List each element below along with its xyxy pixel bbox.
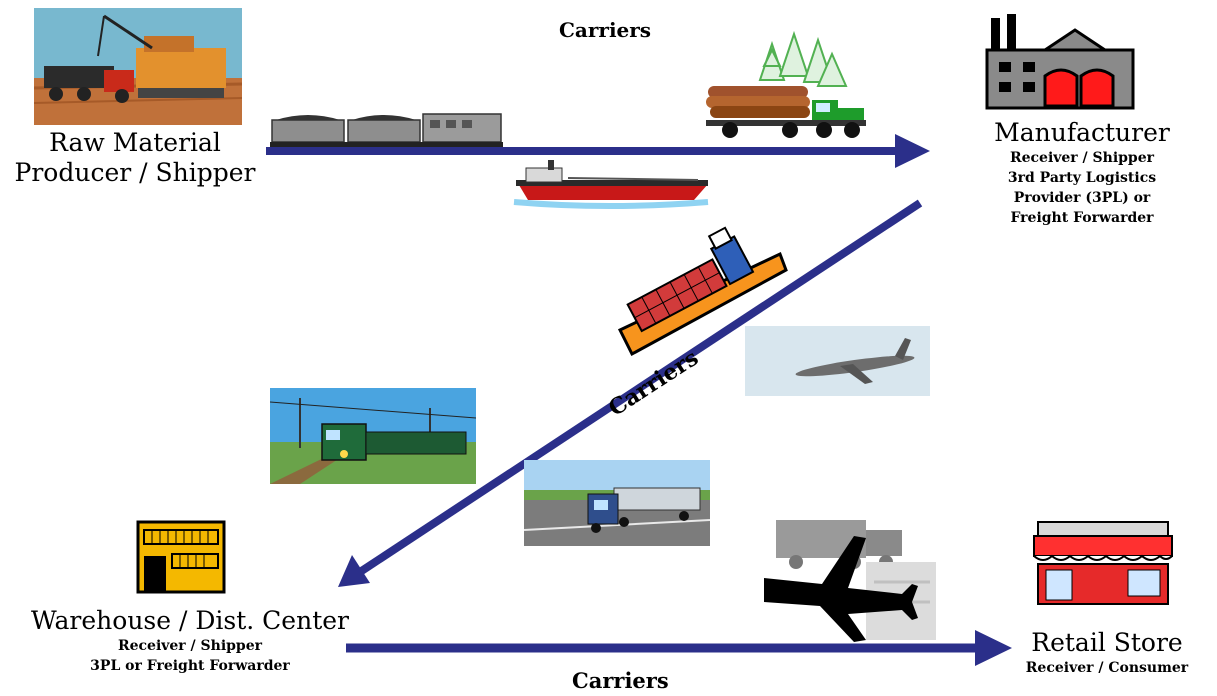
warehouse-line2: 3PL or Freight Forwarder: [90, 658, 290, 674]
retail-title: Retail Store: [1031, 628, 1183, 657]
arrow-head-top: [895, 134, 930, 168]
manufacturer-line3: Provider (3PL) or: [1013, 190, 1151, 206]
arrow-head-bottom: [975, 630, 1012, 666]
logging-truck-icon: [706, 30, 866, 138]
mining-truck-icon: [34, 8, 242, 125]
container-ship-icon: [617, 226, 788, 357]
retail-line1: Receiver / Consumer: [1025, 660, 1189, 676]
semi-truck-photo-icon: [524, 460, 710, 546]
carriers-label-bottom: Carriers: [572, 668, 669, 693]
retail-store-icon: [1033, 521, 1173, 605]
warehouse-title: Warehouse / Dist. Center: [31, 606, 349, 635]
train-icon: [270, 113, 503, 147]
arrow-manufacturer-to-warehouse: [357, 199, 923, 576]
retail-label: Retail Store Receiver / Consumer: [1002, 628, 1212, 678]
arrow-head-diag: [338, 555, 370, 587]
raw-material-line1: Raw Material: [49, 128, 221, 157]
warehouse-label: Warehouse / Dist. Center Receiver / Ship…: [20, 606, 360, 676]
locomotive-photo-icon: [270, 388, 476, 484]
manufacturer-label: Manufacturer Receiver / Shipper 3rd Part…: [962, 118, 1202, 228]
warehouse-icon: [136, 520, 226, 594]
carriers-label-top: Carriers: [559, 18, 652, 42]
manufacturer-line4: Freight Forwarder: [1010, 210, 1154, 226]
factory-icon: [985, 14, 1135, 110]
manufacturer-line1: Receiver / Shipper: [1009, 150, 1155, 166]
warehouse-line1: Receiver / Shipper: [117, 638, 263, 654]
tanker-ship-icon: [513, 160, 709, 209]
raw-material-label: Raw Material Producer / Shipper: [0, 128, 270, 188]
manufacturer-title: Manufacturer: [994, 118, 1170, 147]
manufacturer-line2: 3rd Party Logistics: [1007, 170, 1157, 186]
airplane-photo-icon: [745, 326, 930, 396]
raw-material-line2: Producer / Shipper: [14, 158, 256, 187]
air-freight-icon: [764, 520, 936, 642]
